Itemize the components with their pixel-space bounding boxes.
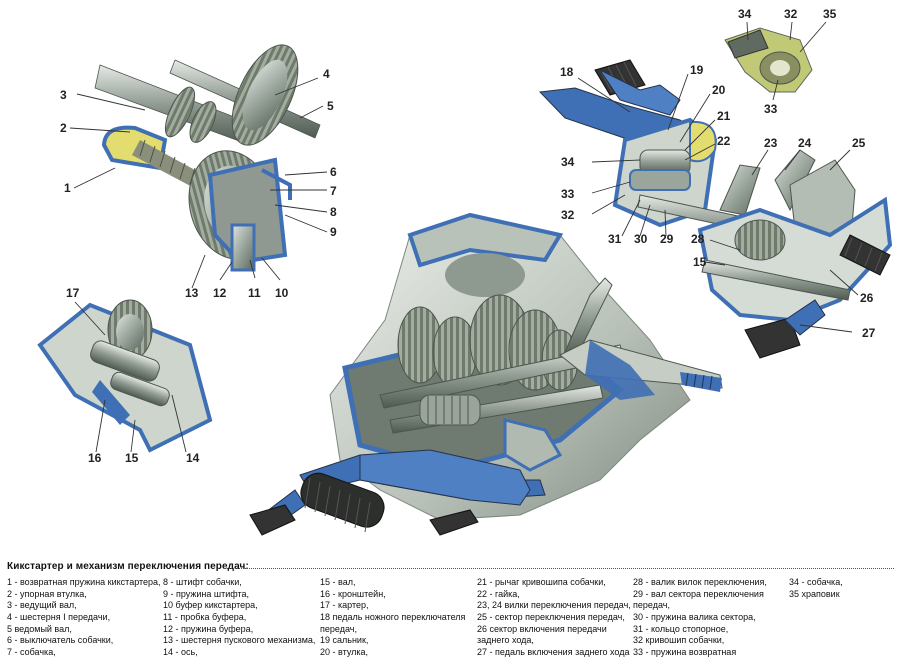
callout-22: 22	[717, 134, 731, 148]
legend-item: передач,	[633, 600, 670, 611]
legend-item: 7 - собачка,	[7, 647, 56, 658]
callout-14: 14	[186, 451, 200, 465]
legend-item: 29 - вал сектора переключения	[633, 588, 764, 599]
callout-13: 13	[185, 286, 199, 300]
callout-35: 35	[823, 7, 837, 21]
starter-bracket-group	[37, 299, 213, 453]
kick-lever-group	[249, 449, 546, 536]
callout-21: 21	[717, 109, 731, 123]
callout-15-left: 15	[125, 451, 139, 465]
callout-23: 23	[764, 136, 778, 150]
legend-item: 10 буфер кикстартера,	[163, 600, 258, 611]
callout-leader-lines	[69, 21, 859, 453]
legend-item: 5 ведомый вал,	[7, 623, 72, 634]
legend-column-6: 34 - собачка, 35 храповик	[789, 577, 843, 600]
legend-column-5: 28 - валик вилок переключения, 29 - вал …	[633, 577, 767, 659]
callout-26: 26	[860, 291, 874, 305]
callout-24: 24	[798, 136, 812, 150]
legend-column-2: 8 - штифт собачки, 9 - пружина штифта, 1…	[163, 577, 315, 659]
callout-17: 17	[66, 286, 80, 300]
callout-27: 27	[862, 326, 876, 340]
callout-34-left: 34	[561, 155, 575, 169]
legend-item: 32 кривошип собачки,	[633, 635, 725, 646]
legend-item: 12 - пружина буфера,	[163, 623, 254, 634]
legend-item: передач,	[320, 623, 357, 634]
legend-item: 18 педаль ножного переключателя	[320, 612, 466, 623]
shift-mechanism-group	[538, 59, 893, 359]
legend-item: заднего хода,	[477, 635, 534, 646]
callout-30: 30	[634, 232, 648, 246]
legend-item: 15 - вал,	[320, 577, 356, 587]
legend-item: 30 - пружина валика сектора,	[633, 612, 756, 623]
callout-7: 7	[330, 184, 337, 198]
callout-33: 33	[764, 102, 778, 116]
callout-28: 28	[691, 232, 705, 246]
legend-column-1: 1 - возвратная пружина кикстартера, 2 - …	[7, 577, 161, 659]
callout-10: 10	[275, 286, 289, 300]
callout-1: 1	[64, 181, 71, 195]
callout-19: 19	[690, 63, 704, 77]
legend-item: 9 - пружина штифта,	[163, 588, 250, 599]
legend-item: 4 - шестерня I передачи,	[7, 612, 111, 623]
callout-16: 16	[88, 451, 102, 465]
legend-item: 20 - втулка,	[320, 647, 369, 658]
callout-32: 32	[561, 208, 575, 222]
callout-2: 2	[60, 121, 67, 135]
callout-33-left: 33	[561, 187, 575, 201]
callout-labels: 3 2 1 4 5 6 7 8 9 10 11 12 13 14 15 16 1…	[60, 7, 876, 465]
kickstarter-shaft-group	[94, 44, 321, 272]
callout-11: 11	[248, 286, 261, 300]
legend-item: 26 сектор включения передачи	[477, 623, 607, 634]
callout-15-right: 15	[693, 255, 707, 269]
callout-29: 29	[660, 232, 674, 246]
legend-item: 1 - возвратная пружина кикстартера,	[7, 577, 161, 587]
legend-item: 35 храповик	[789, 588, 840, 599]
legend-item: 17 - картер,	[320, 600, 369, 611]
legend-item: 34 - собачка,	[789, 577, 843, 587]
legend-item: 14 - ось,	[163, 647, 198, 658]
callout-4: 4	[323, 67, 330, 81]
callout-3: 3	[60, 88, 67, 102]
legend-item: 6 - выключатель собачки,	[7, 635, 114, 646]
legend-item: 23, 24 вилки переключения передач,	[477, 600, 631, 611]
callout-8: 8	[330, 205, 337, 219]
legend-item: 11 - пробка буфера,	[163, 612, 247, 623]
legend-item: 21 - рычаг кривошипа собачки,	[477, 577, 606, 587]
callout-5: 5	[327, 99, 334, 113]
ratchet-group	[724, 27, 813, 93]
legend-item: 25 - сектор переключения передач,	[477, 612, 625, 623]
legend-item: 31 - кольцо стопорное,	[633, 623, 729, 634]
legend-divider	[224, 568, 894, 569]
legend-item: 19 сальник,	[320, 635, 369, 646]
callout-34: 34	[738, 7, 752, 21]
callout-31: 31	[608, 232, 622, 246]
callout-9: 9	[330, 225, 337, 239]
legend-column-3: 15 - вал, 16 - кронштейн, 17 - картер, 1…	[320, 577, 465, 659]
callout-18: 18	[560, 65, 574, 79]
legend-title: Кикстартер и механизм переключения перед…	[7, 561, 249, 572]
legend-item: 22 - гайка,	[477, 588, 520, 599]
legend-item: 16 - кронштейн,	[320, 588, 386, 599]
callout-12: 12	[213, 286, 227, 300]
legend-item: 2 - упорная втулка,	[7, 588, 87, 599]
callout-32-top: 32	[784, 7, 798, 21]
callout-25: 25	[852, 136, 866, 150]
callout-6: 6	[330, 165, 337, 179]
exploded-assembly-illustration: 3 2 1 4 5 6 7 8 9 10 11 12 13 14 15 16 1…	[37, 7, 893, 536]
legend-item: 27 - педаль включения заднего хода	[477, 647, 630, 658]
legend-column-4: 21 - рычаг кривошипа собачки, 22 - гайка…	[477, 577, 631, 659]
legend-item: 13 - шестерня пускового механизма,	[163, 635, 316, 646]
callout-20: 20	[712, 83, 726, 97]
gearbox-housing-group	[329, 212, 723, 521]
legend-item: 8 - штифт собачки,	[163, 577, 242, 587]
legend-item: 3 - ведущий вал,	[7, 600, 77, 611]
legend-item: 33 - пружина возвратная	[633, 647, 737, 658]
legend-item: 28 - валик вилок переключения,	[633, 577, 767, 587]
